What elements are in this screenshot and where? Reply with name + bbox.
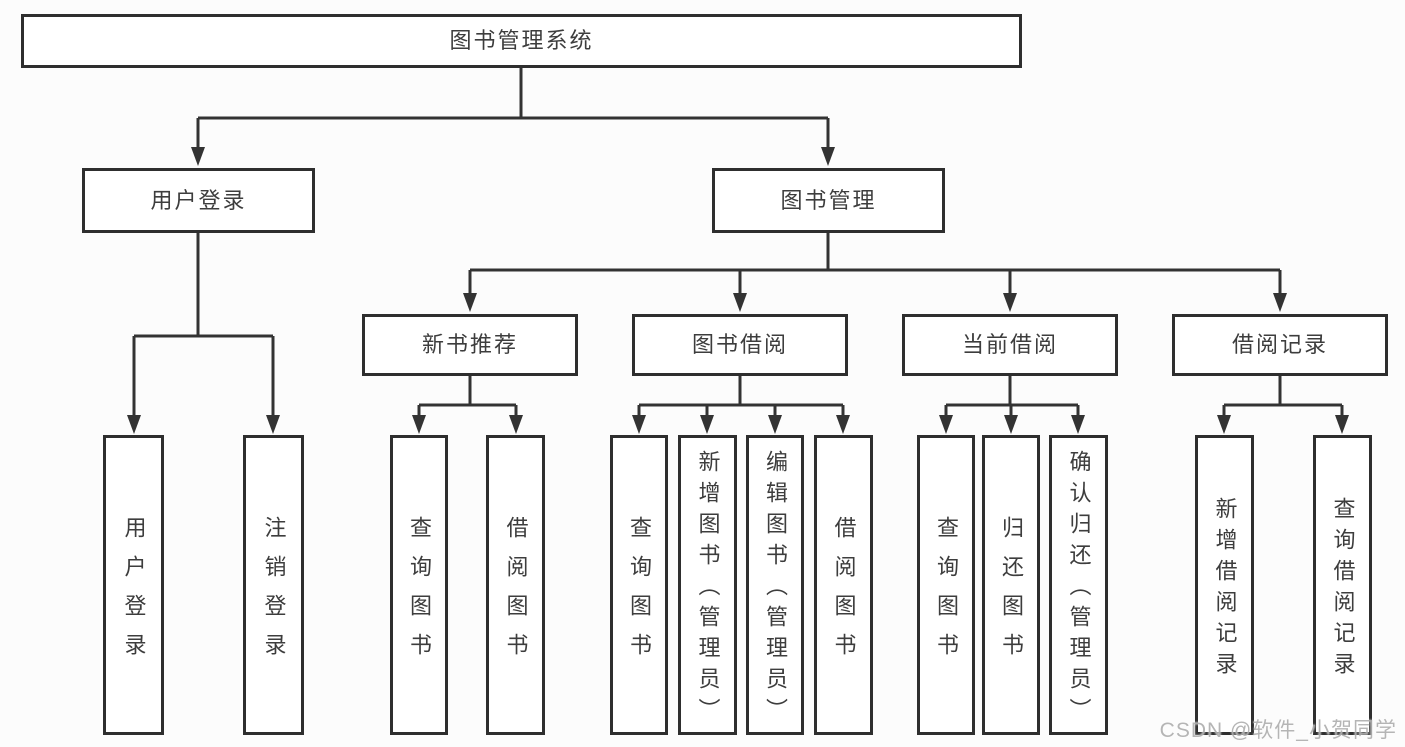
node-leaf-borrow-books: 借阅图书 <box>814 435 873 735</box>
node-label: 查询图书 <box>934 515 959 672</box>
node-label: 借阅图书 <box>503 515 529 672</box>
node-label: 查询图书 <box>627 515 652 672</box>
node-leaf-query-books-borrowing: 查询图书 <box>610 435 668 735</box>
node-label: 新增借阅记录 <box>1212 496 1238 683</box>
node-leaf-query-books-recommend: 查询图书 <box>390 435 448 735</box>
node-label: 注销登录 <box>261 515 287 672</box>
node-book-management: 图书管理 <box>712 168 945 233</box>
node-leaf-add-books-admin: 新增图书（管理员） <box>678 435 737 735</box>
node-borrowing-records: 借阅记录 <box>1172 314 1388 376</box>
node-leaf-add-borrowing-record: 新增借阅记录 <box>1195 435 1254 735</box>
node-leaf-confirm-return-admin: 确认归还（管理员） <box>1049 435 1108 735</box>
node-leaf-logout: 注销登录 <box>243 435 304 735</box>
node-leaf-query-borrowing-record: 查询借阅记录 <box>1313 435 1372 735</box>
node-label: 图书管理 <box>780 187 877 213</box>
node-label: 编辑图书（管理员） <box>763 450 788 729</box>
node-leaf-query-books-current: 查询图书 <box>917 435 975 735</box>
node-label: 新书推荐 <box>421 332 518 357</box>
node-library-management-system: 图书管理系统 <box>21 14 1022 68</box>
node-leaf-edit-books-admin: 编辑图书（管理员） <box>746 435 804 735</box>
node-label: 查询图书 <box>407 515 432 672</box>
node-book-borrowing: 图书借阅 <box>632 314 848 376</box>
node-label: 借阅记录 <box>1231 332 1328 357</box>
node-label: 图书借阅 <box>691 332 788 357</box>
arrowhead-icons <box>127 147 1349 434</box>
node-current-borrowing: 当前借阅 <box>902 314 1118 376</box>
node-new-book-recommendation: 新书推荐 <box>362 314 578 376</box>
node-label: 归还图书 <box>999 515 1024 672</box>
node-label: 查询借阅记录 <box>1330 496 1356 683</box>
node-label: 确认归还（管理员） <box>1066 450 1092 729</box>
csdn-watermark: CSDN @软件_小贺同学 <box>1159 719 1397 742</box>
node-leaf-user-login: 用户登录 <box>103 435 164 735</box>
node-label: 用户登录 <box>150 187 247 213</box>
node-label: 用户登录 <box>121 515 147 672</box>
node-label: 图书管理系统 <box>449 28 594 53</box>
node-label: 借阅图书 <box>831 515 857 672</box>
node-user-login: 用户登录 <box>82 168 315 233</box>
node-leaf-return-books: 归还图书 <box>982 435 1040 735</box>
node-label: 新增图书（管理员） <box>695 450 721 729</box>
node-label: 当前借阅 <box>961 332 1058 357</box>
node-leaf-borrow-books-recommend: 借阅图书 <box>486 435 545 735</box>
